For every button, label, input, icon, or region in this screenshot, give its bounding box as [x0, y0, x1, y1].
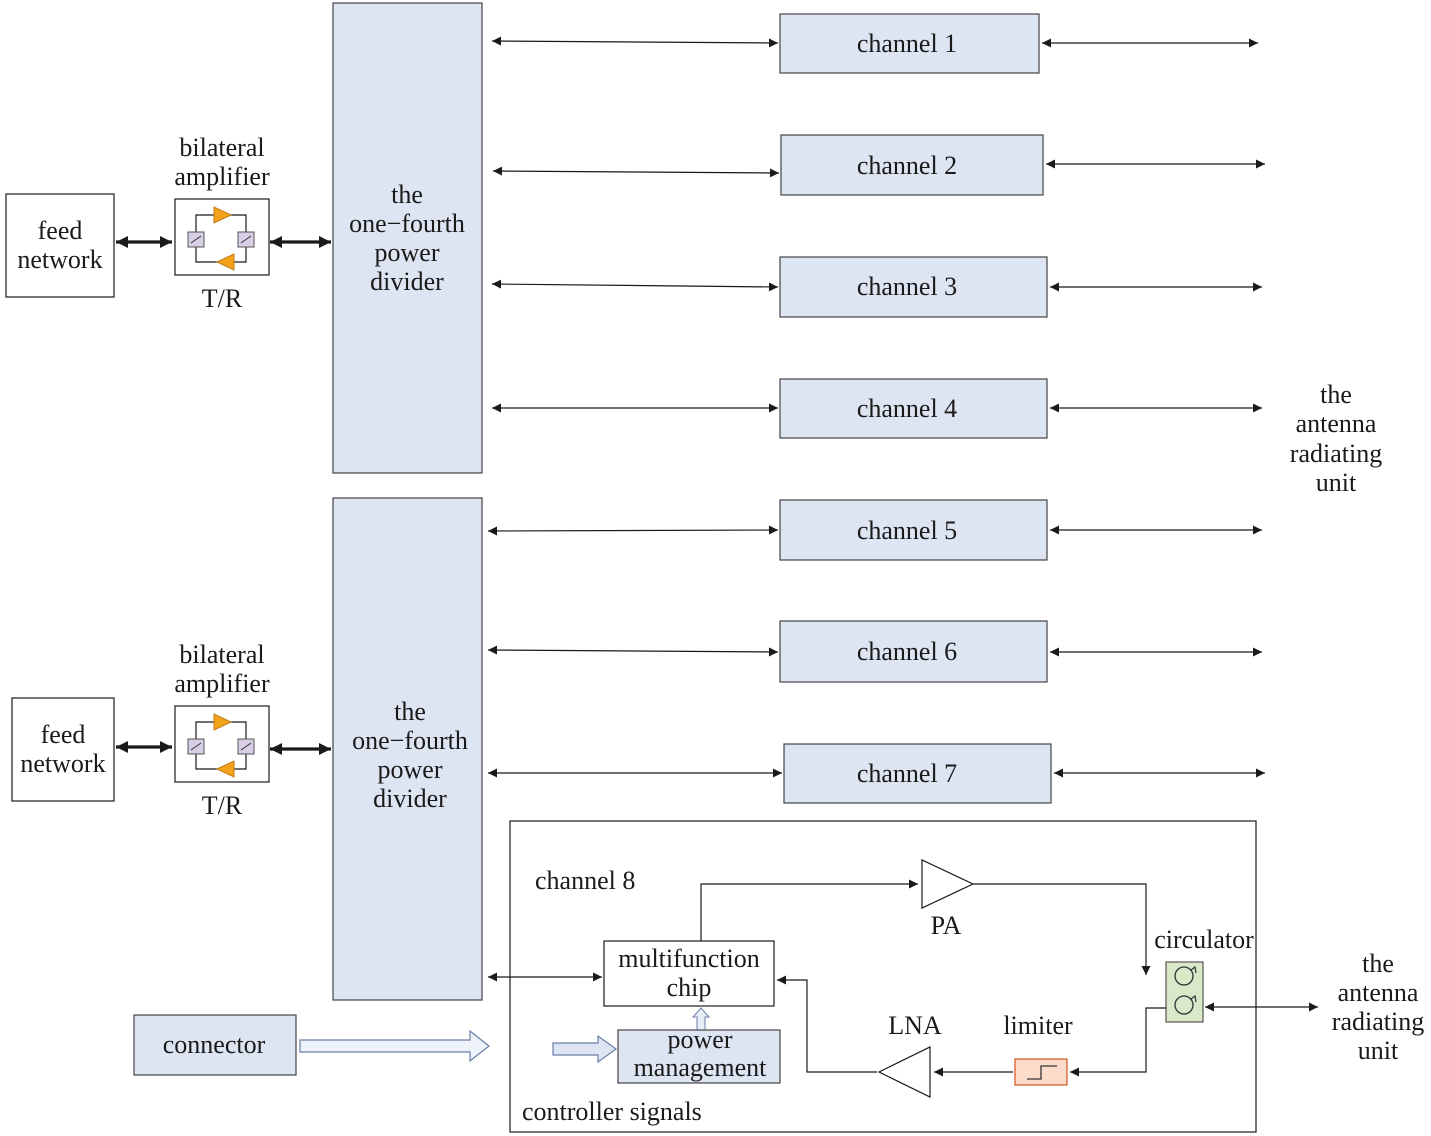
multifunction-chip: multifunction chip	[603, 940, 775, 1007]
channel-5-label: channel 5	[857, 516, 957, 545]
switch-left-icon	[187, 738, 205, 755]
multifunction-chip-line1: multifunction	[618, 944, 760, 973]
channel-3-label: channel 3	[857, 272, 957, 301]
switch-right-icon	[237, 231, 255, 248]
lna-label: LNA	[888, 1011, 942, 1040]
feed-network-bottom: feed network	[11, 697, 115, 802]
circulator-icon	[1165, 961, 1204, 1023]
bilateral-amplifier-top	[174, 198, 270, 276]
channel-2-label: channel 2	[857, 151, 957, 180]
pa-triangle-icon	[921, 859, 975, 909]
antenna-label-top-line1: the	[1320, 380, 1352, 409]
channel-4: channel 4	[492, 378, 1262, 439]
antenna-label-bottom-line3: radiating	[1332, 1007, 1424, 1036]
connector-label: connector	[163, 1030, 266, 1059]
bilateral-amplifier-bottom	[174, 705, 270, 783]
channel-1-label: channel 1	[857, 29, 957, 58]
power-divider-bottom-line4: divider	[373, 784, 447, 813]
channel-7-label: channel 7	[857, 759, 957, 788]
amplifier-label-bottom-line2: amplifier	[174, 669, 270, 698]
amplifier-label-bottom-line1: bilateral	[179, 640, 264, 669]
feed-network-top: feed network	[5, 193, 115, 298]
channel-6-label: channel 6	[857, 637, 957, 666]
antenna-label-top-line3: radiating	[1290, 439, 1382, 468]
tr-label-bottom: T/R	[202, 791, 243, 820]
power-divider-top-line3: power	[375, 238, 440, 267]
feed-network-top-line2: network	[17, 245, 102, 274]
chip-pa-link	[700, 879, 918, 941]
channel-8-title: channel 8	[535, 866, 635, 895]
limiter-label: limiter	[1003, 1011, 1073, 1040]
lna-triangle-icon	[877, 1046, 931, 1098]
channel-2: channel 2	[492, 134, 1265, 196]
antenna-label-bottom-line4: unit	[1358, 1036, 1399, 1065]
controller-signals-label: controller signals	[522, 1097, 702, 1126]
power-management-line2: management	[634, 1053, 768, 1082]
antenna-radiating-unit-bottom: the antenna radiating unit	[1332, 949, 1424, 1065]
channel-7: channel 7	[488, 743, 1265, 804]
lna-chip-link	[777, 975, 877, 1073]
power-management-line1: power	[668, 1025, 733, 1054]
pa-label: PA	[931, 911, 962, 940]
switch-left-icon	[187, 231, 205, 248]
connector: connector	[133, 1014, 297, 1076]
switch-right-icon	[237, 738, 255, 755]
power-up-arrow-icon	[691, 1007, 711, 1030]
feed-network-top-line1: feed	[38, 216, 83, 245]
antenna-label-bottom-line2: antenna	[1338, 978, 1419, 1007]
channel-3: channel 3	[491, 256, 1262, 318]
antenna-label-top-line4: unit	[1316, 468, 1357, 497]
power-divider-bottom-line2: one−fourth	[352, 726, 468, 755]
feed-network-bottom-line2: network	[20, 749, 105, 778]
power-divider-top-line1: the	[391, 180, 423, 209]
pa-circulator-link	[973, 883, 1151, 975]
reverse-amp-triangle-icon	[215, 253, 235, 271]
forward-amp-triangle-icon	[213, 713, 233, 731]
power-divider-bottom-line1: the	[394, 697, 426, 726]
forward-amp-triangle-icon	[213, 206, 233, 224]
amplifier-label-top-line2: amplifier	[174, 162, 270, 191]
feed-network-bottom-line1: feed	[41, 720, 86, 749]
circulator-limiter-link	[1070, 1007, 1166, 1077]
antenna-radiating-unit-top: the antenna radiating unit	[1290, 380, 1382, 497]
tr-label-top: T/R	[202, 284, 243, 313]
power-divider-bottom-line3: power	[378, 755, 443, 784]
channel-1: channel 1	[491, 13, 1258, 74]
power-divider-bottom: the one−fourth power divider	[332, 497, 483, 1001]
multifunction-chip-line2: chip	[667, 973, 712, 1002]
channel-6: channel 6	[487, 620, 1262, 683]
power-management: power management	[617, 1025, 781, 1084]
channel-8: channel 8 multifunction chip power manag…	[488, 820, 1318, 1133]
power-divider-top-line2: one−fourth	[349, 209, 465, 238]
channel-4-label: channel 4	[857, 394, 957, 423]
reverse-amp-triangle-icon	[215, 760, 235, 778]
limiter-icon	[1014, 1058, 1068, 1086]
power-divider-top: the one−fourth power divider	[332, 2, 483, 474]
antenna-label-top-line2: antenna	[1296, 409, 1377, 438]
power-divider-top-line4: divider	[370, 267, 444, 296]
amplifier-label-top-line1: bilateral	[179, 133, 264, 162]
connector-arrow-icon	[299, 1029, 490, 1063]
antenna-label-bottom-line1: the	[1362, 949, 1394, 978]
channel-5: channel 5	[487, 499, 1262, 561]
controller-signal-arrow-icon	[552, 1034, 618, 1064]
circulator-label: circulator	[1154, 925, 1254, 954]
